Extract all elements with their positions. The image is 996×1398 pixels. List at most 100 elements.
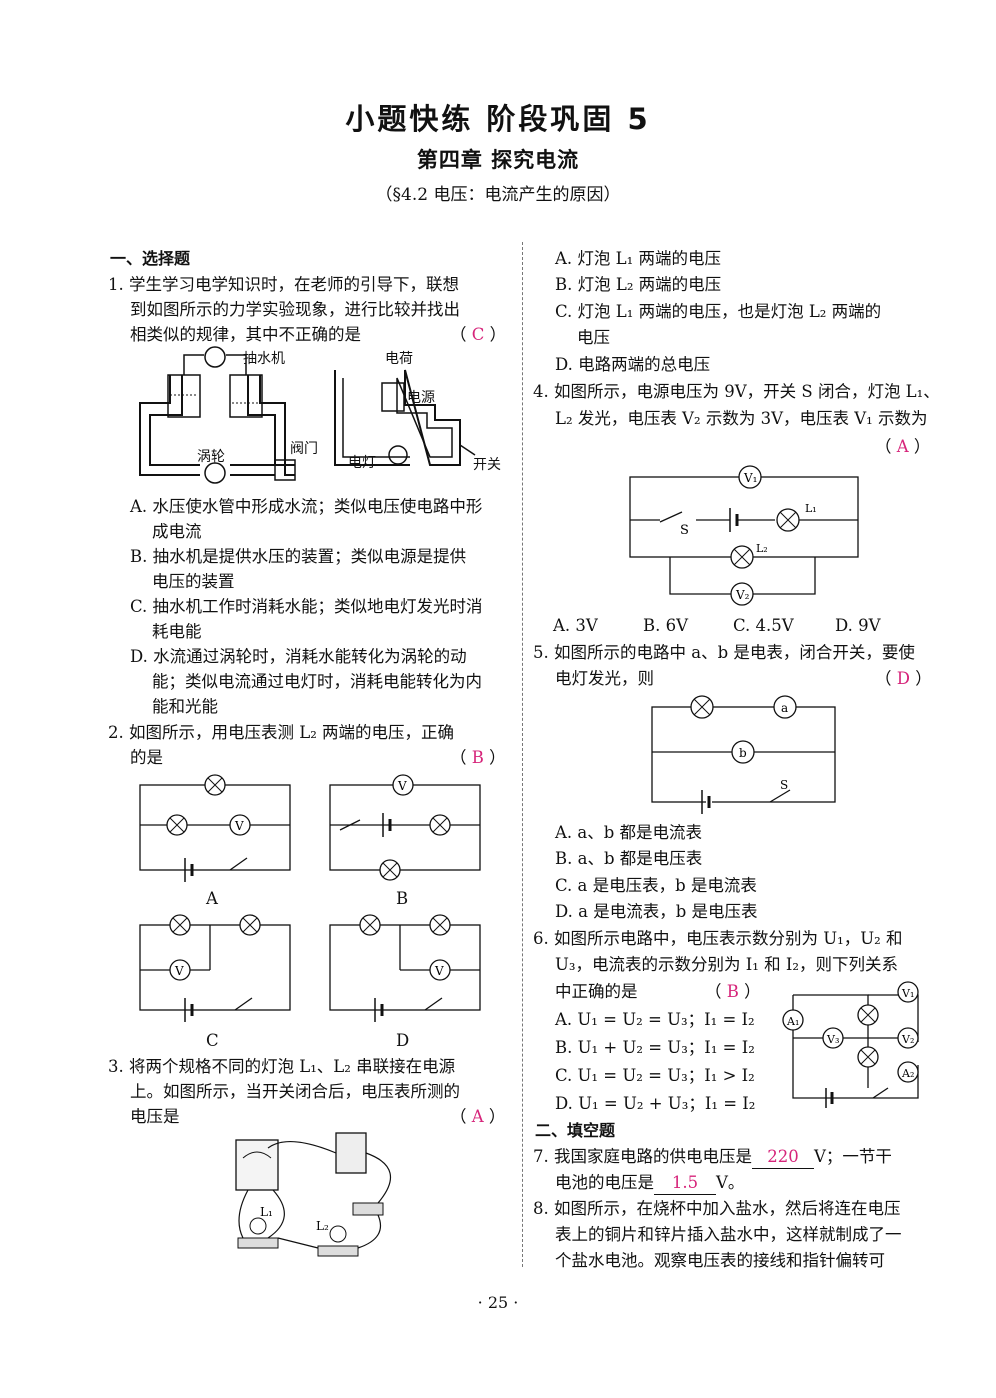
q1-analogy-figure (139, 346, 476, 484)
section-title: （§4.2 电压：电流产生的原因） (375, 185, 621, 205)
q1-option-b-2: 电压的装置 (152, 572, 235, 591)
q1-option-c-2: 耗电能 (152, 622, 202, 641)
svg-text:V₁: V₁ (901, 987, 914, 1000)
q1-line-3: 相类似的规律，其中不正确的是 (130, 325, 361, 344)
q3-answer-bracket: （ A ） (450, 1107, 506, 1126)
section-heading-choice: 一、选择题 (110, 249, 191, 268)
q6-circuit-figure: V₁ A₁ V₃ V₂ A₂ (782, 981, 919, 1108)
svg-text:L₁: L₁ (805, 502, 817, 515)
q6-option-a: A. U₁ = U₂ = U₃；I₁ = I₂ (555, 1010, 755, 1029)
svg-text:b: b (739, 746, 747, 760)
q8-line-3: 个盐水电池。观察电压表的接线和指针偏转可 (555, 1251, 885, 1270)
pump-icon (204, 346, 226, 368)
section-heading-fill: 二、填空题 (535, 1121, 616, 1140)
q7-text-mid: V；一节干 (814, 1147, 892, 1166)
q4-option-b: B. 6V (643, 616, 689, 635)
bulb-l1-icon (249, 1217, 267, 1235)
q5-option-c: C. a 是电压表，b 是电流表 (555, 876, 757, 895)
q7-text-post: V。 (716, 1173, 745, 1192)
q3-answer: A (471, 1107, 484, 1126)
fig1-label-charge: 电荷 (385, 351, 413, 367)
fig1-label-valve: 阀门 (290, 441, 318, 457)
fig1-label-pump: 抽水机 (243, 351, 285, 367)
svg-text:S: S (680, 523, 689, 538)
q5-answer: D (896, 669, 910, 688)
fig1-label-source: 电源 (407, 390, 435, 406)
bulb-icon (388, 445, 408, 465)
q4-option-a: A. 3V (553, 616, 598, 635)
svg-text:L₁: L₁ (260, 1205, 273, 1219)
chapter-title: 第四章 探究电流 (416, 148, 580, 172)
q1-option-a-2: 成电流 (152, 522, 202, 541)
q5-line-1: 5. 如图所示的电路中 a、b 是电表，闭合开关，要使 (533, 643, 915, 662)
q1-answer: C (471, 325, 485, 344)
q4-circuit-figure: V₁ V₂ S L₁ L₂ (629, 465, 859, 606)
q4-answer: A (896, 437, 909, 456)
q1-line-1: 1. 学生学习电学知识时，在老师的引导下，联想 (108, 275, 459, 294)
q3-apparatus-figure: L₁ L₂ (235, 1132, 392, 1257)
svg-text:V: V (397, 779, 407, 793)
q5-answer-bracket: （ D ） (875, 669, 932, 688)
q3-option-b: B. 灯泡 L₂ 两端的电压 (555, 275, 722, 294)
svg-text:V: V (234, 819, 244, 833)
turbine-icon (204, 462, 226, 484)
q3-line-3: 电压是 (130, 1107, 180, 1126)
q7-text-pre2: 电池的电压是 (555, 1173, 654, 1192)
q5-circuit-figure: a b S (651, 695, 836, 814)
svg-text:L₂: L₂ (316, 1219, 329, 1233)
svg-text:V₂: V₂ (901, 1033, 914, 1046)
fig1-label-switch: 开关 (473, 457, 501, 473)
q2-circuits-figure: V V V V (139, 774, 481, 1022)
q5-line-2: 电灯发光，则 (555, 669, 654, 688)
q2-answer-bracket: （ B ） (450, 748, 506, 767)
q1-option-d-2: 能；类似电流通过电灯时，消耗电能转化为内 (152, 672, 482, 691)
q6-line-3: 中正确的是 (555, 982, 638, 1001)
q1-option-c-1: C. 抽水机工作时消耗水能；类似地电灯发光时消 (130, 597, 483, 616)
q2-answer: B (471, 748, 484, 767)
q4-line-2: L₂ 发光，电压表 V₂ 示数为 3V，电压表 V₁ 示数为 (555, 409, 928, 428)
q1-option-b-1: B. 抽水机是提供水压的装置；类似电源是提供 (130, 547, 467, 566)
q7-blank-2: 1.5 (654, 1172, 716, 1195)
q2-line-2: 的是 (130, 748, 163, 767)
q7-text-pre: 7. 我国家庭电路的供电电压是 (533, 1147, 752, 1166)
q2-fig-letter-d: D (396, 1031, 410, 1050)
q5-option-b: B. a、b 都是电压表 (555, 849, 703, 868)
q5-option-a: A. a、b 都是电流表 (555, 823, 703, 842)
switch-icon (352, 1202, 384, 1216)
q2-fig-letter-c: C (206, 1031, 219, 1050)
svg-text:V: V (174, 964, 184, 978)
q6-answer-bracket: （ B ） (705, 982, 761, 1001)
q3-line-2: 上。如图所示，当开关闭合后，电压表所测的 (130, 1082, 460, 1101)
page-title: 小题快练 阶段巩固 5 (345, 102, 651, 136)
q5-option-d: D. a 是电流表，b 是电压表 (555, 902, 758, 921)
svg-text:V₂: V₂ (735, 588, 750, 602)
q4-answer-bracket: （ A ） (875, 437, 931, 456)
q1-line-2: 到如图所示的力学实验现象，进行比较并找出 (130, 300, 460, 319)
svg-text:V₃: V₃ (826, 1033, 839, 1046)
voltmeter-icon (235, 1139, 279, 1191)
q1-answer-bracket: （ C ） (450, 325, 507, 344)
q1-option-a-1: A. 水压使水管中形成水流；类似电压使电路中形 (130, 497, 483, 516)
q7-blank-1: 220 (752, 1146, 814, 1169)
q1-option-d-1: D. 水流通过涡轮时，消耗水能转化为涡轮的动 (130, 647, 467, 666)
svg-text:S: S (780, 778, 788, 792)
q8-line-2: 表上的铜片和锌片插入盐水中，这样就制成了一 (555, 1225, 902, 1244)
q3-option-d: D. 电路两端的总电压 (555, 355, 711, 374)
battery-icon (381, 382, 405, 412)
q2-fig-letter-a: A (206, 889, 218, 908)
q3-line-1: 3. 将两个规格不同的灯泡 L₁、L₂ 串联接在电源 (108, 1057, 456, 1076)
q2-line-1: 2. 如图所示，用电压表测 L₂ 两端的电压，正确 (108, 723, 455, 742)
q3-option-c-1: C. 灯泡 L₁ 两端的电压，也是灯泡 L₂ 两端的 (555, 302, 882, 321)
page-number: · 25 · (477, 1293, 519, 1312)
q6-option-d: D. U₁ = U₂ + U₃；I₁ = I₂ (555, 1094, 756, 1113)
q6-line-1: 6. 如图所示电路中，电压表示数分别为 U₁，U₂ 和 (533, 929, 903, 948)
valve-icon (274, 459, 296, 481)
battery-icon (335, 1132, 367, 1174)
q4-option-d: D. 9V (835, 616, 881, 635)
q1-option-d-3: 能和光能 (152, 697, 218, 716)
fig1-label-lamp: 电灯 (348, 455, 376, 471)
q6-line-2: U₃，电流表的示数分别为 I₁ 和 I₂，则下列关系 (555, 955, 899, 974)
switch-icon (459, 444, 476, 456)
